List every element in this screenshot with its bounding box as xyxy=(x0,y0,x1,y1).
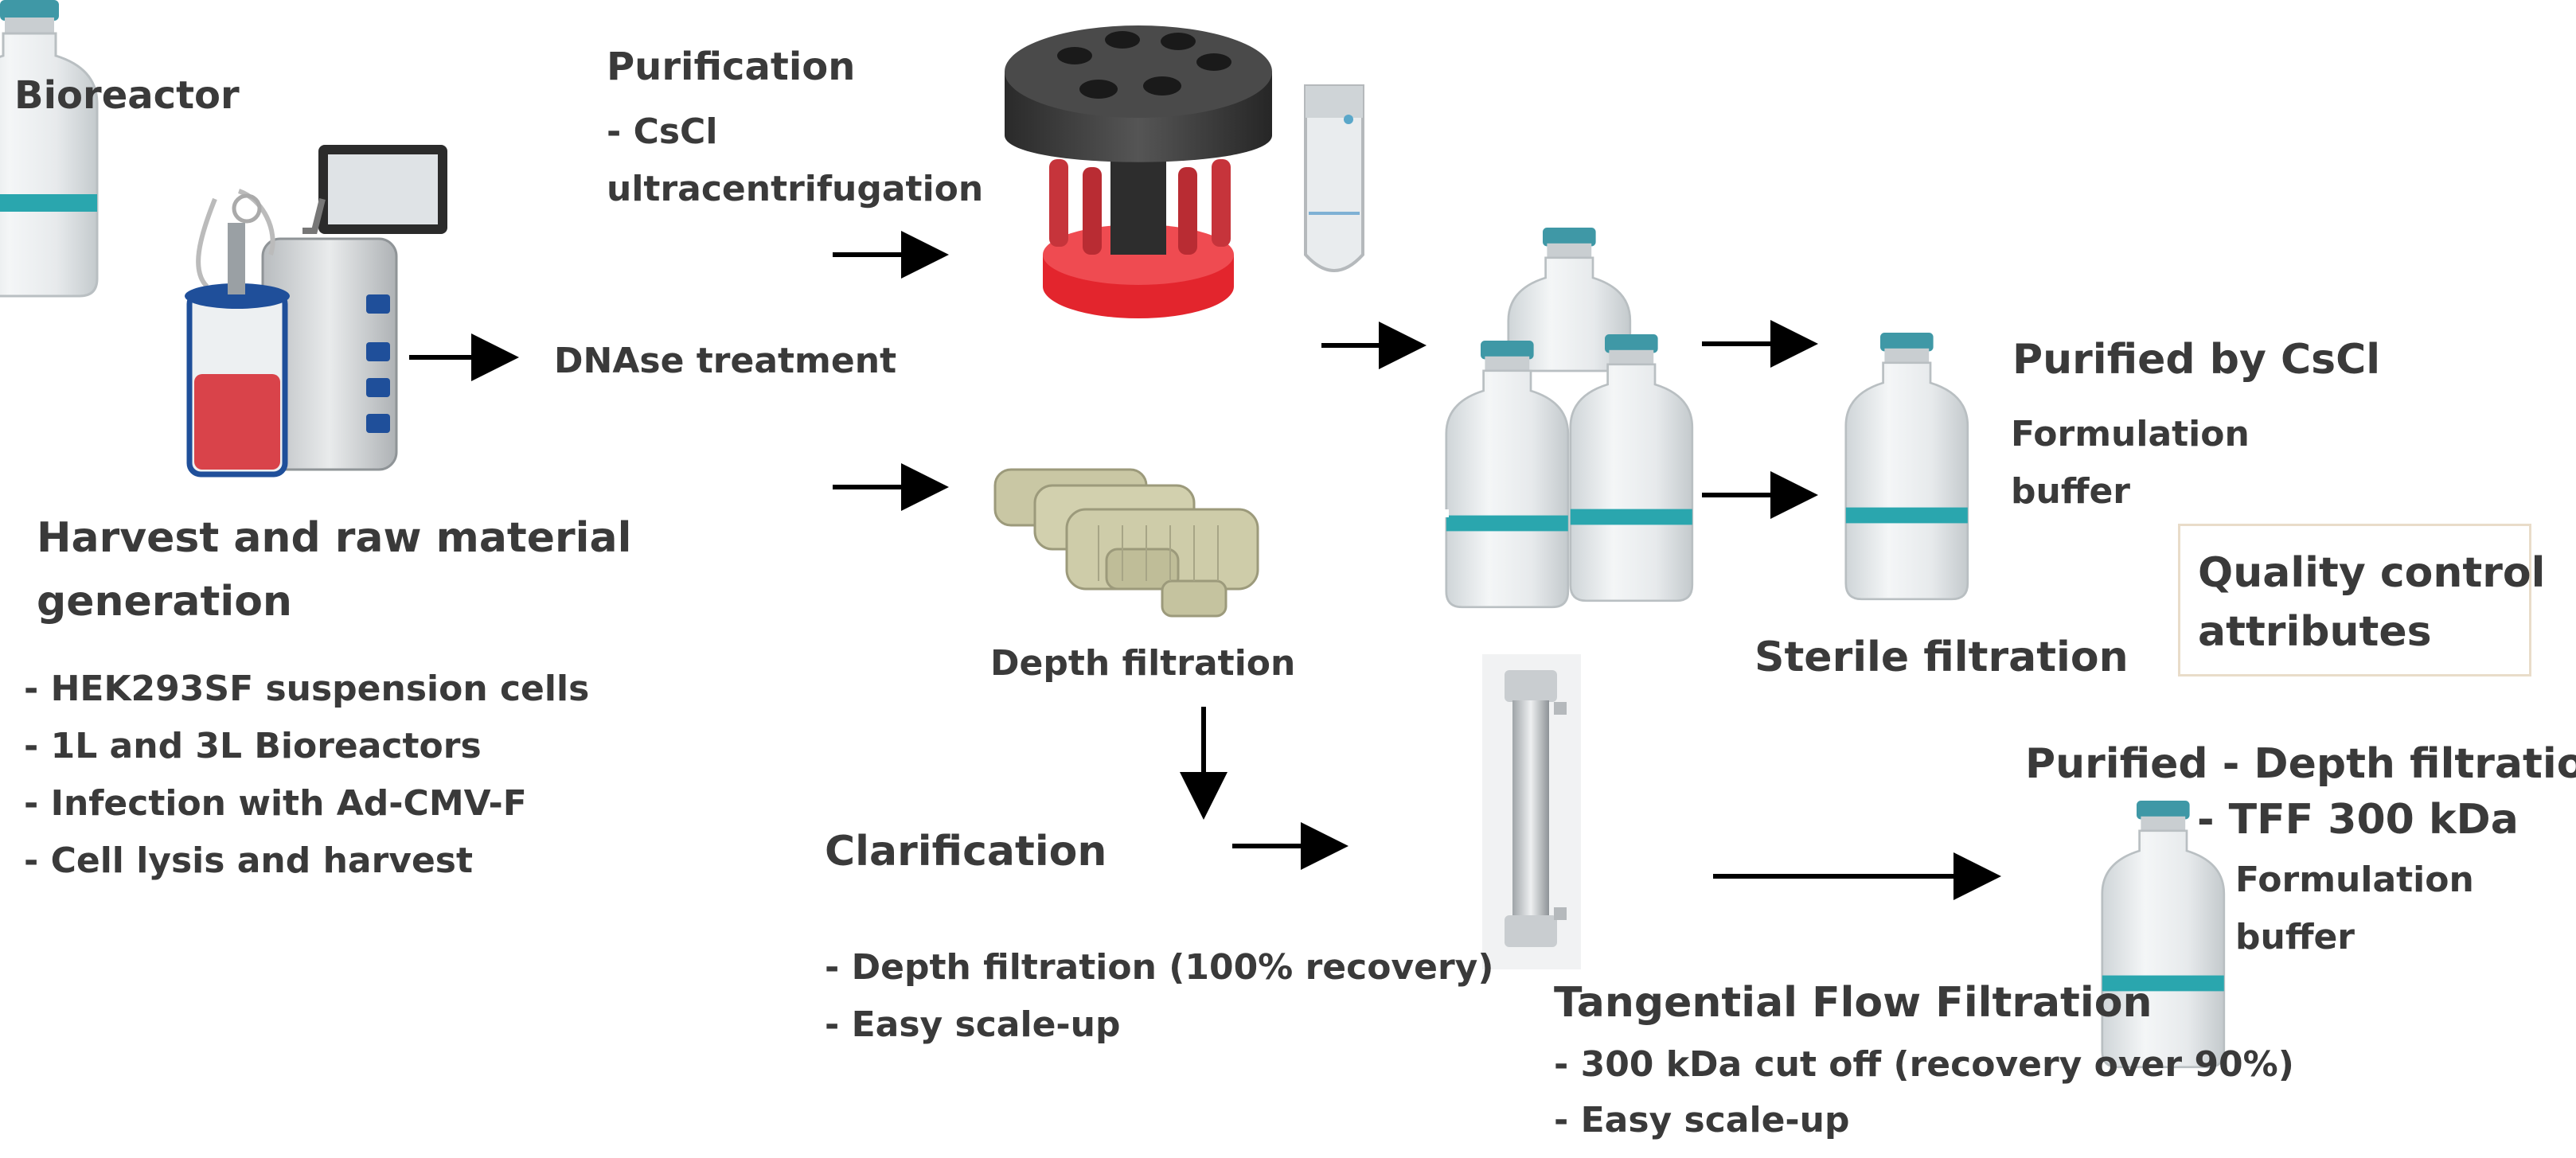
harvest-bullets: - HEK293SF suspension cells - 1L and 3L … xyxy=(24,661,589,890)
tff-title: Tangential Flow Filtration xyxy=(1554,979,2153,1027)
quality-control-line1: Quality control xyxy=(2198,549,2546,597)
purified-cscl-title: Purified by CsCl xyxy=(2012,336,2381,384)
depth-filter-cartridges-icon xyxy=(993,468,1259,618)
quality-control-text: Quality control attributes xyxy=(2198,544,2545,661)
centrifuge-rotor-icon xyxy=(1005,25,1272,318)
harvest-bullet: - Cell lysis and harvest xyxy=(24,840,474,881)
bioreactor-icon xyxy=(185,145,447,478)
purification-title: Purification xyxy=(607,45,856,89)
purification-line1: - CsCl xyxy=(607,111,718,152)
purified-depth-title2: - TFF 300 kDa xyxy=(2197,796,2519,844)
harvest-title-line1: Harvest and raw material xyxy=(37,514,632,562)
quality-control-line2: attributes xyxy=(2198,608,2432,656)
purified-depth-sub1: Formulation xyxy=(2235,860,2474,900)
purified-depth-title1: Purified - Depth filtration xyxy=(2025,740,2576,788)
clarification-bullet: - Depth filtration (100% recovery) xyxy=(825,947,1494,988)
tff-bullet: - Easy scale-up xyxy=(1554,1100,1850,1140)
purified-cscl-sub1: Formulation xyxy=(2011,414,2250,454)
purification-line2: ultracentrifugation xyxy=(607,169,984,209)
purified-cscl-sub2: buffer xyxy=(2011,471,2131,512)
harvest-bullet: - 1L and 3L Bioreactors xyxy=(24,726,482,766)
centrifuge-tube-icon xyxy=(1304,84,1364,272)
clarification-title: Clarification xyxy=(825,828,1107,875)
harvest-title-line2: generation xyxy=(37,578,292,626)
purified-depth-sub2: buffer xyxy=(2235,917,2355,957)
clarification-bullet: - Easy scale-up xyxy=(825,1004,1121,1045)
harvest-bullet: - Infection with Ad-CMV-F xyxy=(24,783,527,824)
quality-control-box: Quality control attributes xyxy=(2178,524,2545,676)
bioreactor-title: Bioreactor xyxy=(14,73,240,118)
depth-filtration-label: Depth filtration xyxy=(990,643,1296,684)
harvest-bullet: - HEK293SF suspension cells xyxy=(24,669,590,709)
vial-icon xyxy=(0,0,99,298)
flow-arrows xyxy=(409,231,2001,900)
tff-hollow-fiber-icon xyxy=(1482,654,1581,969)
dnase-label: DNAse treatment xyxy=(554,341,897,381)
tff-bullet: - 300 kDa cut off (recovery over 90%) xyxy=(1554,1044,2294,1085)
sterile-filtration-label: Sterile filtration xyxy=(1754,634,2129,681)
